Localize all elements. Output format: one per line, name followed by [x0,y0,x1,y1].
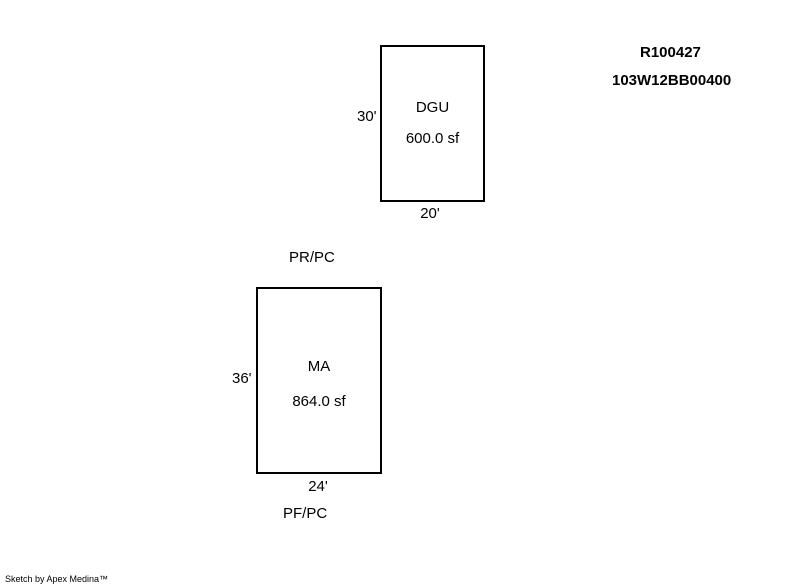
ma-outline [256,287,382,474]
map-tax-lot: 103W12BB00400 [612,72,732,89]
dgu-side-dimension: 30' [357,108,377,125]
dgu-area-label: 600.0 sf [405,130,460,147]
ma-side-dimension: 36' [232,370,252,387]
sketch-credit: Sketch by Apex Medina™ [5,574,109,584]
ma-area-label: 864.0 sf [292,393,346,410]
parcel-id: R100427 [640,44,701,61]
dgu-bottom-dimension: 20' [420,205,440,222]
ma-code-label: MA [307,358,331,375]
ma-top-label: PR/PC [289,249,335,266]
dgu-code-label: DGU [415,99,450,116]
ma-bottom-dimension: 24' [308,478,328,495]
dgu-outline [380,45,485,202]
ma-bottom-label: PF/PC [283,505,328,522]
